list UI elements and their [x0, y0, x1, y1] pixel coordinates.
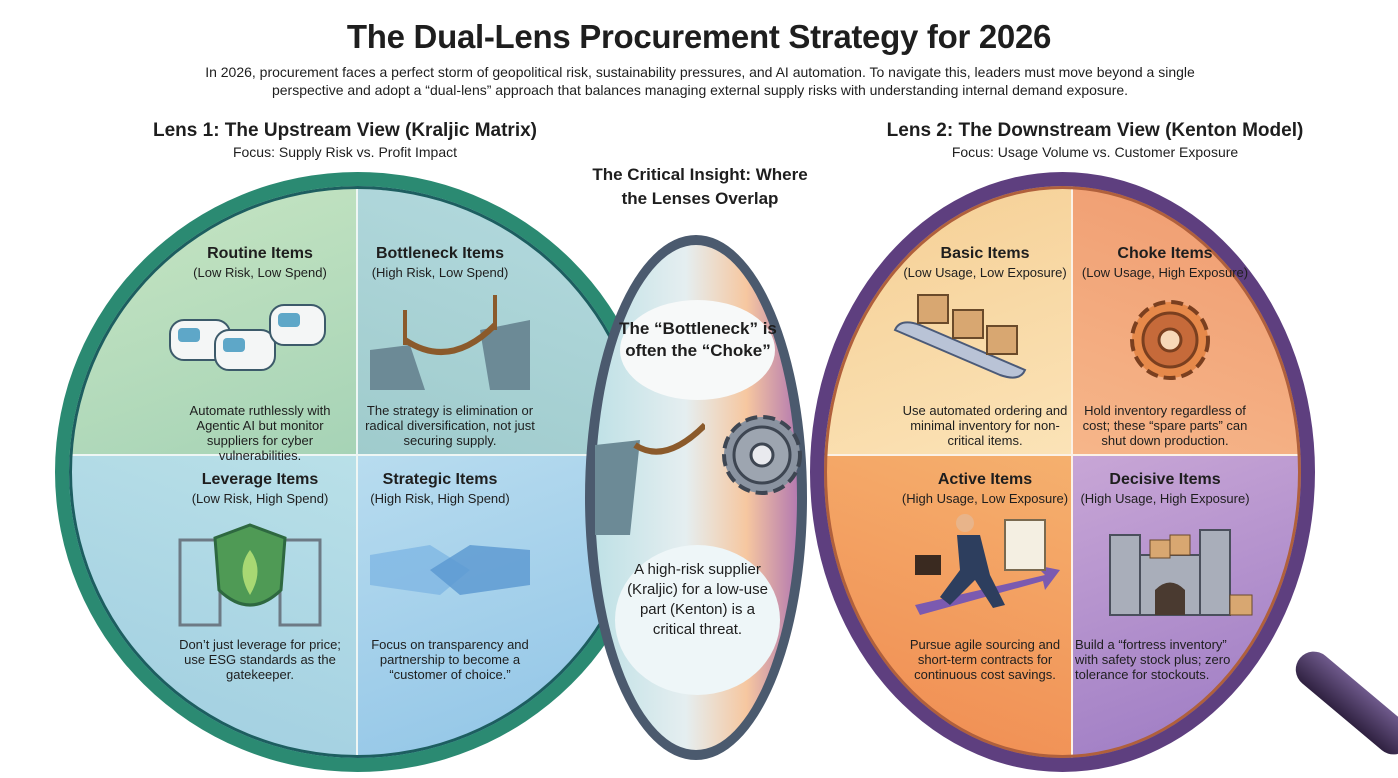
routine-sub: (Low Risk, Low Spend)	[193, 265, 327, 280]
basic-desc: Use automated ordering and minimal inven…	[902, 403, 1068, 448]
decisive-title: Decisive Items	[1109, 471, 1221, 488]
leverage-sub: (Low Risk, High Spend)	[191, 491, 329, 506]
lens1-focus: Focus: Supply Risk vs. Profit Impact	[232, 144, 458, 160]
quadrant-leverage	[65, 455, 357, 762]
strategic-title: Strategic Items	[382, 471, 498, 488]
gear-icon	[722, 415, 802, 495]
intro-text: In 2026, procurement faces a perfect sto…	[205, 64, 1195, 98]
bridge-cliff-icon	[595, 422, 705, 535]
strategic-desc: Focus on transparency and partnership to…	[371, 637, 529, 682]
routine-desc: Automate ruthlessly with Agentic AI but …	[189, 403, 331, 463]
insight-heading: The Critical Insight: Where the Lenses O…	[592, 165, 808, 208]
routine-title: Routine Items	[207, 245, 313, 262]
lens2-heading: Lens 2: The Downstream View (Kenton Mode…	[886, 120, 1304, 141]
leverage-title: Leverage Items	[201, 471, 319, 488]
basic-sub: (Low Usage, Low Exposure)	[903, 265, 1067, 280]
strategic-sub: (High Risk, High Spend)	[370, 491, 510, 506]
decisive-sub: (High Usage, High Exposure)	[1080, 491, 1250, 506]
shield-gate-icon	[178, 523, 322, 627]
active-sub: (High Usage, Low Exposure)	[901, 491, 1069, 506]
rope-bridge-icon	[370, 295, 530, 390]
bottleneck-sub: (High Risk, Low Spend)	[371, 265, 509, 280]
insight-top-text: The “Bottleneck” is often the “Choke”	[619, 319, 777, 360]
choke-title: Choke Items	[1117, 245, 1213, 262]
active-title: Active Items	[937, 471, 1033, 488]
gear-icon	[1130, 300, 1210, 380]
running-businessman-icon	[915, 514, 1060, 615]
decisive-desc: Build a “fortress inventory” with safety…	[1075, 637, 1231, 682]
bottleneck-desc: The strategy is elimination or radical d…	[365, 403, 535, 448]
choke-sub: (Low Usage, High Exposure)	[1081, 265, 1249, 280]
insight-bottom-text: A high-risk supplier (Kraljic) for a low…	[627, 561, 768, 638]
page-title: The Dual-Lens Procurement Strategy for 2…	[346, 18, 1052, 55]
autonomous-vehicles-icon	[169, 304, 326, 371]
quadrant-active	[820, 455, 1072, 762]
leverage-desc: Don’t just leverage for price; use ESG s…	[179, 637, 341, 682]
bottleneck-title: Bottleneck Items	[375, 245, 505, 262]
conveyor-belt-icon	[893, 294, 1027, 379]
fortress-icon	[1109, 529, 1253, 616]
lens1-heading: Lens 1: The Upstream View (Kraljic Matri…	[153, 120, 537, 141]
active-desc: Pursue agile sourcing and short-term con…	[909, 637, 1061, 682]
choke-desc: Hold inventory regardless of cost; these…	[1082, 403, 1248, 448]
handshake-icon	[370, 545, 530, 595]
basic-title: Basic Items	[940, 245, 1030, 262]
lens2-focus: Focus: Usage Volume vs. Customer Exposur…	[951, 144, 1239, 160]
